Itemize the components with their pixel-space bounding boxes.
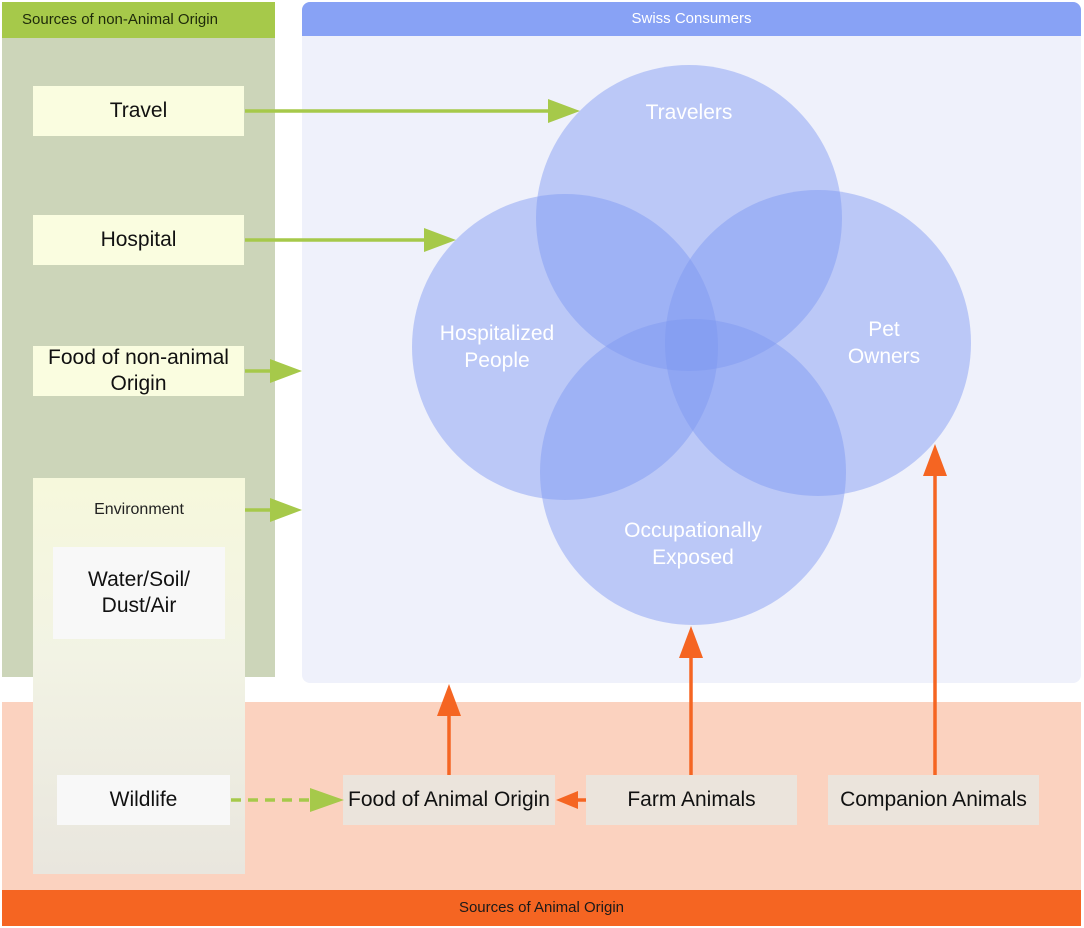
environment-arrowhead [270,498,302,522]
animal-sources-footer: Sources of Animal Origin [2,890,1081,926]
wildlife-arrowhead [310,788,344,812]
nonanimal-sources-header: Sources of non-Animal Origin [2,2,275,38]
companion-animals-arrowhead [923,444,947,476]
hospitalized-people-circle [412,194,718,500]
travelers-label: Travelers [646,101,733,124]
pet-owners-circle [665,190,971,496]
hospital-arrowhead [424,228,456,252]
travelers-circle [536,65,842,371]
travel-arrowhead [548,99,580,123]
wildlife-source-box: Wildlife [57,775,230,825]
food-nonanimal-arrowhead [270,359,302,383]
companion-animals-source-box: Companion Animals [828,775,1039,825]
farm-to-food-arrowhead [556,791,578,809]
occupational-label-line1: Occupationally [624,519,762,542]
food-animal-source-box: Food of Animal Origin [343,775,555,825]
pet-owners-label-line1: Pet [868,318,900,341]
water-soil-dust-air-box: Water/Soil/ Dust/Air [53,547,225,639]
food-animal-arrowhead [437,684,461,716]
farm-animals-arrowhead [679,626,703,658]
hospital-source-box: Hospital [33,215,244,265]
hospitalized-label-line1: Hospitalized [440,322,554,345]
pet-owners-label-line2: Owners [848,345,920,368]
occupational-label-line2: Exposed [652,546,734,569]
occupationally-exposed-circle [540,319,846,625]
farm-animals-source-box: Farm Animals [586,775,797,825]
food-nonanimal-source-box: Food of non-animal Origin [33,346,244,396]
hospitalized-label-line2: People [464,349,529,372]
environment-label: Environment [94,501,184,518]
swiss-consumers-panel [302,2,1081,683]
swiss-consumers-header: Swiss Consumers [302,2,1081,36]
travel-source-box: Travel [33,86,244,136]
